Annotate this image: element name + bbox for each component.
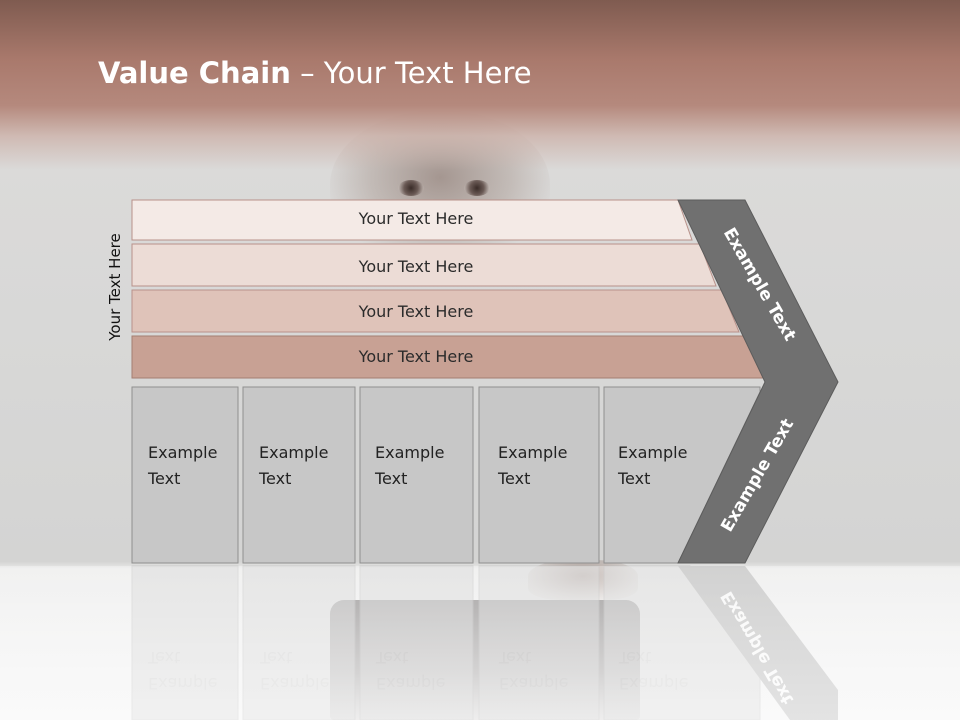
margin-chevron (677, 199, 839, 564)
box-label-line2: Text (497, 469, 530, 488)
bar-label: Your Text Here (358, 257, 474, 276)
title-rest: – Your Text Here (290, 56, 532, 90)
box-label-line2: Text (258, 469, 291, 488)
box-label-line2: Text (374, 469, 407, 488)
box-label-line1: Example (148, 443, 217, 462)
box-label-line1: Example (498, 443, 567, 462)
background-photo-eye (464, 180, 490, 196)
bar-label: Your Text Here (358, 302, 474, 321)
box-label-line1: Example (375, 443, 444, 462)
bar-label: Your Text Here (358, 347, 474, 366)
box-label-line1: Example (259, 443, 328, 462)
box-label-line2: Text (147, 469, 180, 488)
activity-box (359, 386, 474, 564)
value-chain-bar (131, 243, 717, 287)
activity-box (242, 386, 356, 564)
box-label-line1: Example (618, 443, 687, 462)
slide-title: Value Chain – Your Text Here (98, 56, 532, 90)
bar-label: Your Text Here (358, 209, 474, 228)
title-bold: Value Chain (98, 56, 291, 90)
background-photo-eye (398, 180, 424, 196)
activity-box (131, 386, 239, 564)
activity-box (478, 386, 600, 564)
floor-fade (0, 566, 960, 720)
value-chain-bar (131, 289, 740, 333)
box-label-line2: Text (617, 469, 650, 488)
header-band (0, 0, 960, 170)
value-chain-bar (131, 199, 693, 241)
